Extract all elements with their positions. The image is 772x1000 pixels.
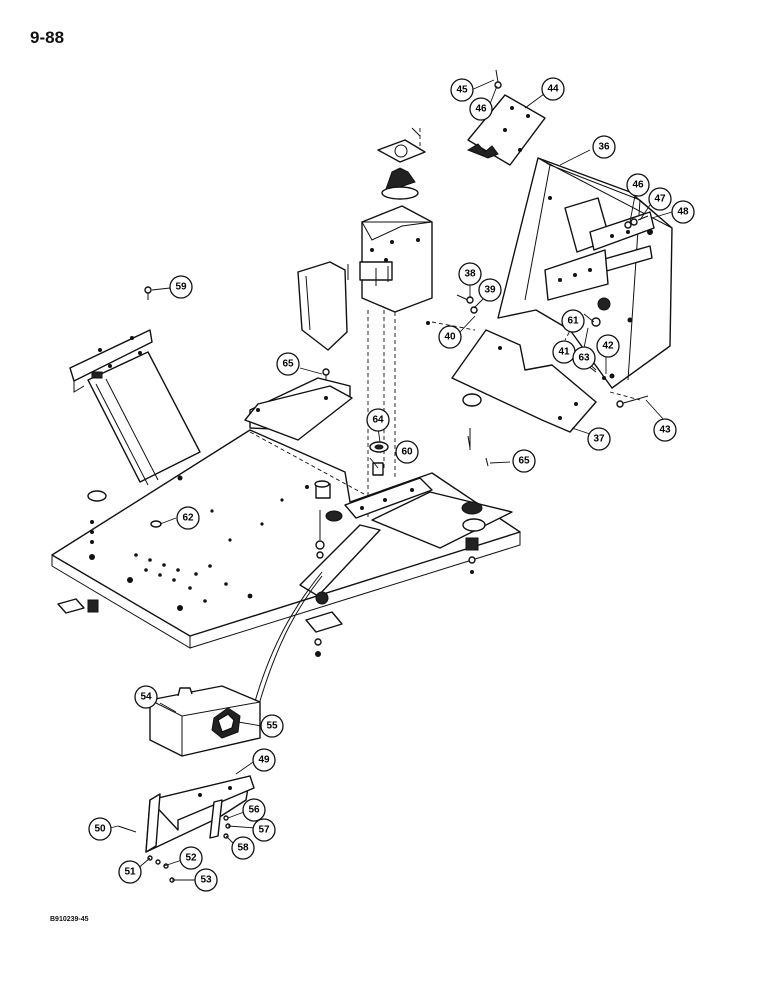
floor-extension <box>244 377 353 441</box>
svg-text:37: 37 <box>593 434 605 445</box>
svg-text:54: 54 <box>140 692 152 703</box>
callout-56: 56 <box>242 798 266 822</box>
floor-plate <box>51 429 521 649</box>
svg-text:49: 49 <box>258 755 270 766</box>
svg-text:52: 52 <box>185 853 197 864</box>
callout-46-top: 46 <box>469 97 493 121</box>
battery-cover <box>149 685 261 757</box>
svg-text:55: 55 <box>266 721 278 732</box>
callout-44: 44 <box>541 77 565 101</box>
callout-65-right: 65 <box>512 449 536 473</box>
callout-42: 42 <box>596 334 620 358</box>
svg-text:44: 44 <box>547 84 559 95</box>
callout-41: 41 <box>552 340 576 364</box>
callout-61: 61 <box>561 309 585 333</box>
callout-46-tower: 46 <box>626 173 650 197</box>
cover-panel-left <box>297 261 348 351</box>
svg-text:51: 51 <box>124 867 136 878</box>
svg-text:56: 56 <box>248 805 260 816</box>
callout-43: 43 <box>653 418 677 442</box>
callout-58: 58 <box>231 836 255 860</box>
svg-text:65: 65 <box>282 359 294 370</box>
callout-40: 40 <box>438 325 462 349</box>
svg-text:53: 53 <box>200 875 212 886</box>
cover-plate-top <box>466 94 546 166</box>
plate-hole-grid <box>127 553 253 603</box>
figure-code: B910239-45 <box>50 916 89 923</box>
callout-55: 55 <box>260 714 284 738</box>
svg-text:59: 59 <box>175 282 187 293</box>
svg-text:64: 64 <box>372 415 384 426</box>
svg-text:39: 39 <box>484 285 496 296</box>
callout-59: 59 <box>169 275 193 299</box>
svg-text:40: 40 <box>444 332 456 343</box>
svg-text:50: 50 <box>94 824 106 835</box>
seat-support <box>69 329 201 486</box>
hardware-bolts <box>144 69 649 467</box>
console-pedestal <box>359 139 433 313</box>
svg-text:41: 41 <box>558 347 570 358</box>
callout-52: 52 <box>179 846 203 870</box>
battery-tray <box>145 775 255 853</box>
page-number: 9-88 <box>30 28 65 47</box>
svg-text:42: 42 <box>602 341 614 352</box>
svg-text:61: 61 <box>567 316 579 327</box>
svg-text:48: 48 <box>677 207 689 218</box>
svg-text:65: 65 <box>518 456 530 467</box>
callout-62: 62 <box>176 506 200 530</box>
svg-text:38: 38 <box>464 269 476 280</box>
callout-50: 50 <box>88 817 112 841</box>
callout-64: 64 <box>366 408 390 432</box>
svg-text:46: 46 <box>475 104 487 115</box>
callout-48: 48 <box>671 200 695 224</box>
callout-38: 38 <box>458 262 482 286</box>
callout-45: 45 <box>450 78 474 102</box>
svg-text:47: 47 <box>654 194 666 205</box>
callout-57: 57 <box>252 818 276 842</box>
callout-47: 47 <box>648 187 672 211</box>
callout-53: 53 <box>194 868 218 892</box>
callout-36: 36 <box>592 135 616 159</box>
svg-text:43: 43 <box>659 425 671 436</box>
callout-54: 54 <box>134 685 158 709</box>
callout-65-left: 65 <box>276 352 300 376</box>
svg-text:36: 36 <box>598 142 610 153</box>
svg-text:62: 62 <box>182 513 194 524</box>
svg-text:45: 45 <box>456 85 468 96</box>
svg-text:46: 46 <box>632 180 644 191</box>
control-tower <box>497 157 673 389</box>
svg-text:60: 60 <box>401 447 413 458</box>
callout-63: 63 <box>572 346 596 370</box>
svg-text:57: 57 <box>258 825 270 836</box>
svg-text:58: 58 <box>237 843 249 854</box>
callout-60: 60 <box>395 440 419 464</box>
svg-text:63: 63 <box>578 353 590 364</box>
leader-lines <box>109 79 673 881</box>
callout-49: 49 <box>252 748 276 772</box>
callout-37: 37 <box>587 427 611 451</box>
lower-plate <box>451 329 597 433</box>
callout-39: 39 <box>478 278 502 302</box>
callout-51: 51 <box>118 860 142 884</box>
